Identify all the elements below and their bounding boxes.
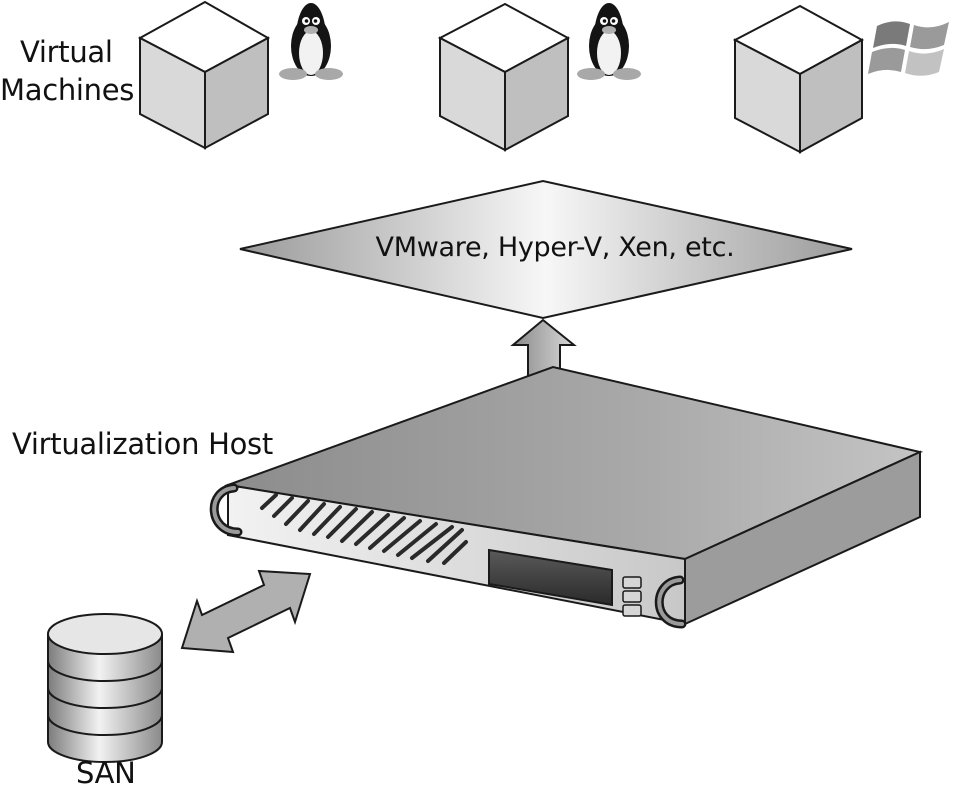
vm-cube-1 — [137, 0, 271, 150]
san-storage-icon — [47, 613, 163, 763]
bidirectional-arrow — [180, 569, 312, 654]
hypervisor-label: VMware, Hyper-V, Xen, etc. — [375, 232, 735, 263]
vm-cube-3 — [732, 4, 865, 154]
server-control-buttons — [622, 576, 642, 617]
virtual-machines-label-line2: Machines — [0, 73, 135, 107]
virtual-machines-label-line1: Virtual — [20, 35, 113, 69]
virtualization-host-label: Virtualization Host — [12, 427, 273, 461]
server-display-panel — [488, 548, 613, 607]
hypervisor-layer — [239, 179, 853, 320]
vm-cube-2 — [437, 2, 571, 152]
san-label: SAN — [76, 756, 136, 790]
server-handle-left — [209, 483, 243, 537]
server-handle-right — [654, 575, 687, 629]
linux-penguin-icon — [279, 3, 343, 80]
windows-logo-icon — [868, 21, 949, 76]
linux-penguin-icon — [577, 3, 641, 80]
